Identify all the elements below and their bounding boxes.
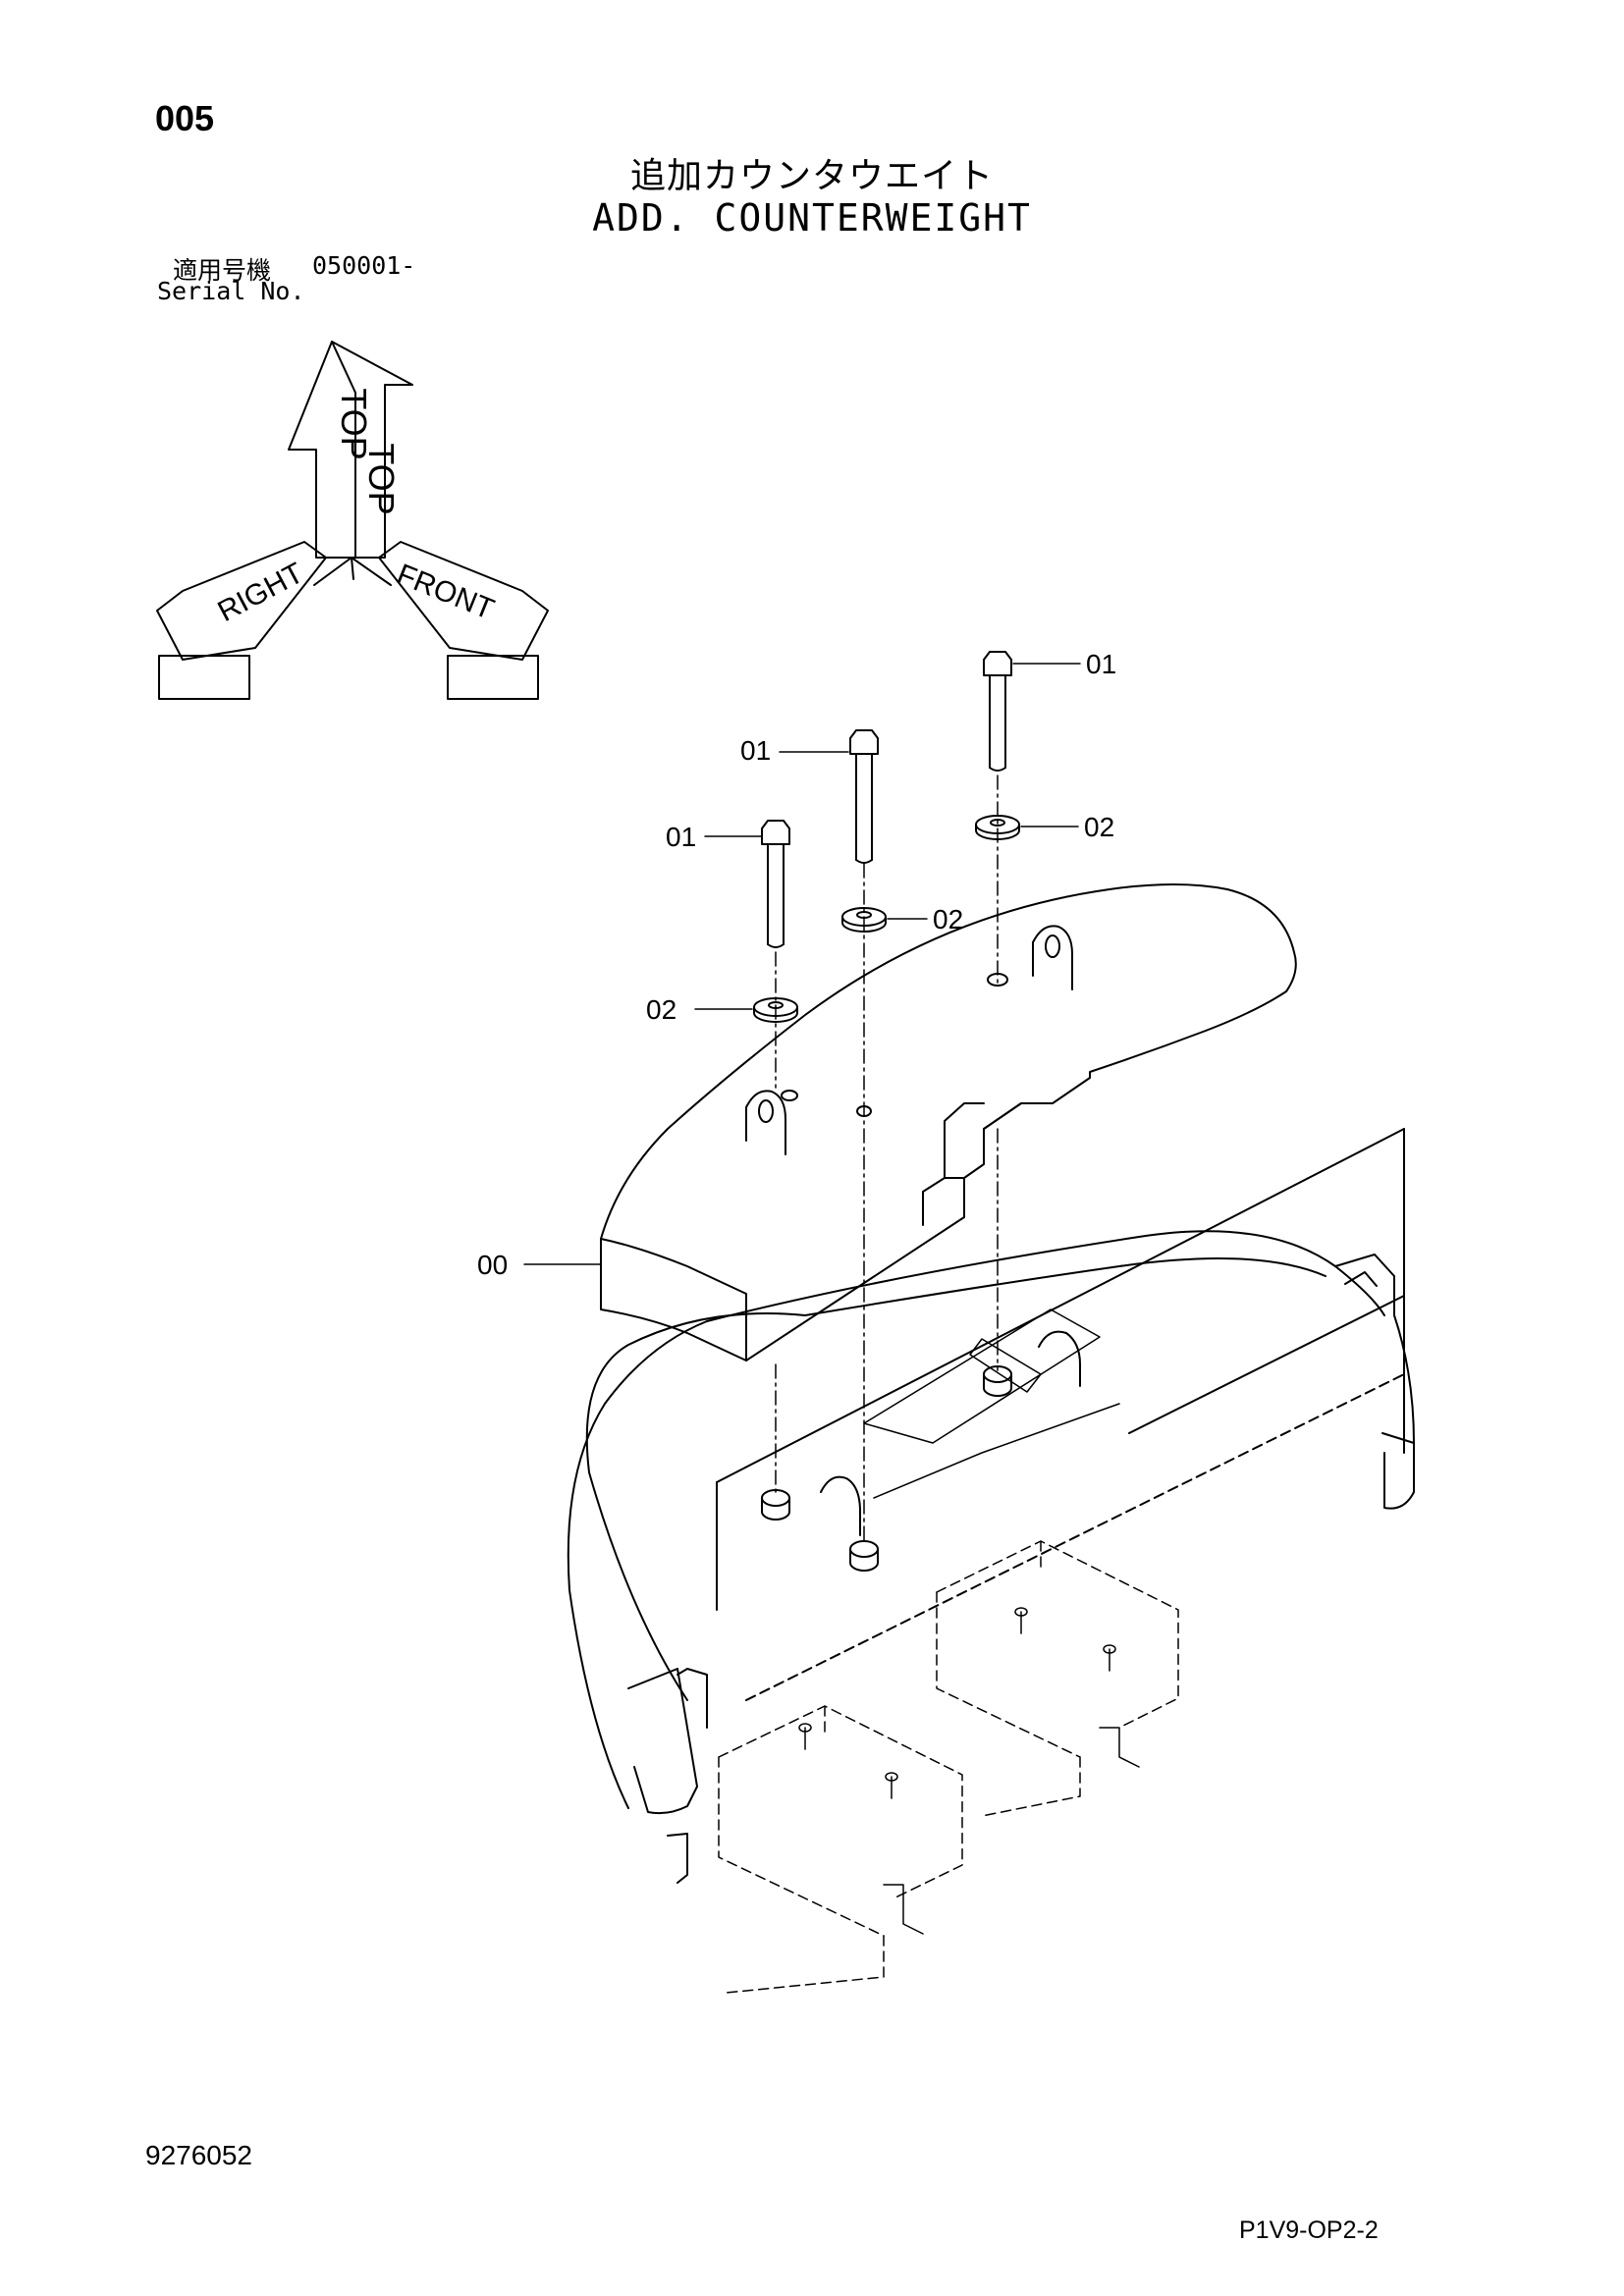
added-counterweight <box>600 883 1297 1362</box>
leader-lines <box>523 663 1081 1265</box>
callout-counterweight: 00 <box>477 1250 508 1280</box>
serial-label-japanese: 適用号機 <box>173 257 272 285</box>
top-label: TOP <box>334 388 374 459</box>
callout-washer-middle: 02 <box>933 904 963 934</box>
front-label: FRONT <box>392 559 498 626</box>
callout-bolt-right: 01 <box>1086 649 1116 679</box>
title-english: ADD. COUNTERWEIGHT <box>592 196 1032 240</box>
right-arrow <box>156 541 327 661</box>
bolt-right <box>983 651 1012 772</box>
serial-label-english: Serial No. <box>157 277 305 305</box>
bolt-middle <box>849 729 879 864</box>
drawing-number: 9276052 <box>145 2140 253 2170</box>
right-label: RIGHT <box>213 557 309 628</box>
serial-code: 050001- <box>312 251 416 280</box>
page-number: 005 <box>155 98 215 138</box>
front-arrow <box>378 541 549 661</box>
top-label-lower: TOP <box>361 443 402 514</box>
right-block <box>158 655 250 700</box>
orientation-indicator <box>156 341 549 700</box>
callout-washer-left: 02 <box>646 994 677 1025</box>
top-arrow <box>288 341 413 559</box>
base-counterweight <box>567 1128 1415 1994</box>
assembly-centerlines <box>775 774 999 1546</box>
callout-bolt-left: 01 <box>666 822 696 852</box>
front-block <box>447 655 539 700</box>
bolt-left <box>761 820 790 948</box>
callout-bolt-middle: 01 <box>740 735 771 766</box>
title-japanese: 追加カウンタウエイト <box>629 155 994 195</box>
page-code: P1V9-OP2-2 <box>1239 2216 1379 2244</box>
callout-washer-right: 02 <box>1084 812 1114 842</box>
